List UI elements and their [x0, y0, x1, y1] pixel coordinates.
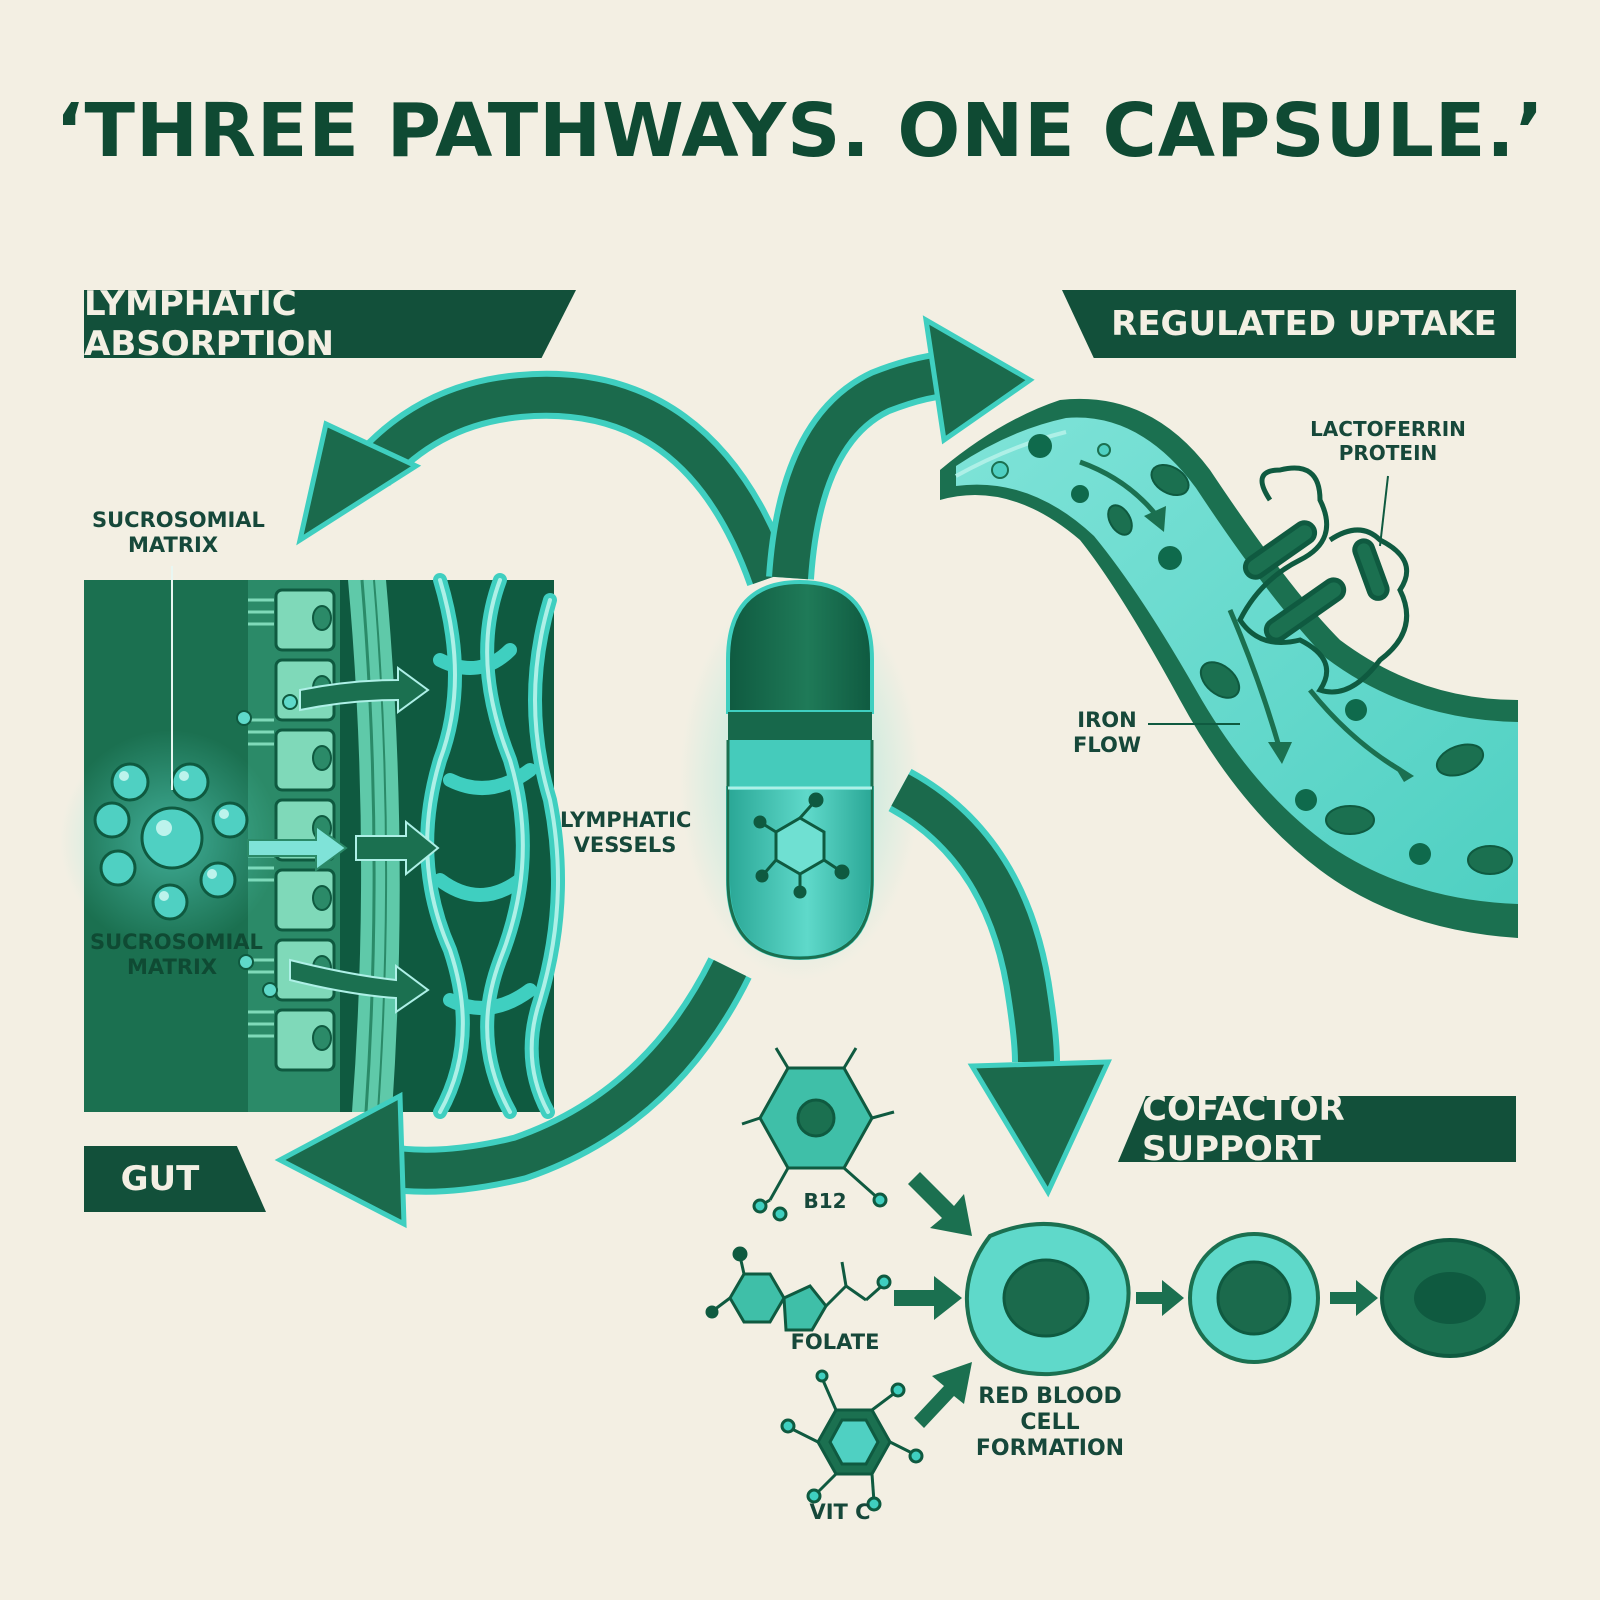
gut-wall-panel	[60, 566, 565, 1119]
page-title: ‘THREE PATHWAYS. ONE CAPSULE.’	[55, 88, 1545, 174]
label-sucrosomial-top: SUCROSOMIAL MATRIX	[92, 508, 265, 557]
banner-lymphatic-label: LYMPHATIC ABSORPTION	[84, 284, 334, 364]
molecule-icon	[753, 792, 850, 899]
folate-molecule-icon	[705, 1246, 892, 1332]
b12-molecule-icon	[741, 1047, 895, 1222]
blood-vessel	[940, 398, 1518, 938]
banner-regulated-uptake: REGULATED UPTAKE	[1062, 290, 1516, 358]
banner-regulated-label: REGULATED UPTAKE	[1111, 304, 1497, 344]
label-iron-flow: IRON FLOW	[1073, 708, 1141, 757]
cell-progression	[964, 1221, 1520, 1377]
label-sucrosomial-mid: SUCROSOMIAL MATRIX	[90, 930, 263, 979]
label-folate: FOLATE	[790, 1330, 880, 1354]
vitc-molecule-icon	[780, 1369, 924, 1512]
lactoferrin-protein-icon	[1237, 465, 1410, 695]
label-vitc: VIT C	[809, 1500, 871, 1524]
arrows	[274, 315, 1112, 1229]
capsule	[680, 579, 920, 980]
label-b12: B12	[803, 1189, 847, 1213]
banner-cofactor-support: COFACTOR SUPPORT	[1118, 1096, 1516, 1162]
cofactor-arrows	[894, 1172, 972, 1428]
banner-gut: GUT	[84, 1146, 266, 1212]
arrow-head-gut	[274, 1091, 407, 1229]
banner-lymphatic-absorption: LYMPHATIC ABSORPTION	[84, 290, 576, 358]
arrow-head-cofactor	[967, 1059, 1112, 1198]
arrow-head-left-top	[296, 420, 422, 546]
label-lymphatic-vessels: LYMPHATIC VESSELS	[560, 808, 692, 857]
banner-gut-label: GUT	[120, 1159, 200, 1199]
banner-cofactor-label: COFACTOR SUPPORT	[1142, 1089, 1345, 1169]
label-lactoferrin-protein: LACTOFERRIN PROTEIN	[1310, 417, 1466, 465]
arrow-head-right-top	[922, 315, 1035, 445]
label-rbc-formation: RED BLOOD CELL FORMATION	[975, 1384, 1125, 1461]
